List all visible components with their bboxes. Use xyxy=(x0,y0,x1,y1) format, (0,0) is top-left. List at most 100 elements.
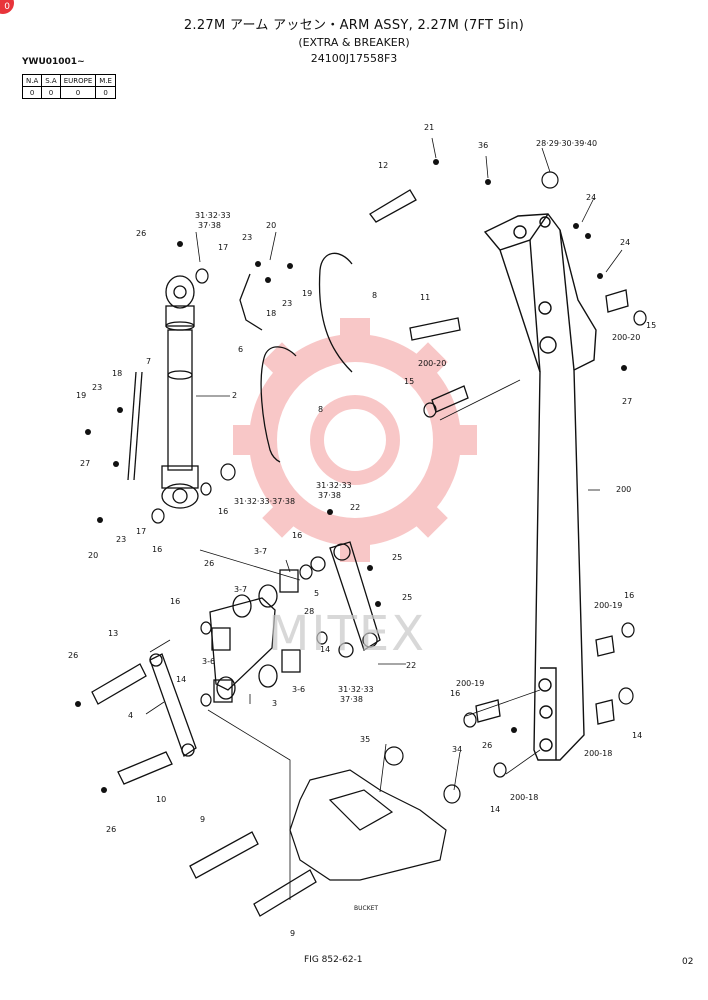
callout-16d: 16 xyxy=(170,597,180,606)
callout-25b: 25 xyxy=(402,593,412,602)
callout-bucket: BUCKET xyxy=(354,905,378,912)
callout-3-7b: 3-7 xyxy=(234,585,247,594)
callout-16b: 16 xyxy=(152,545,162,554)
callout-37-38c: 37·38 xyxy=(318,491,341,500)
callout-200-18b: 200-18 xyxy=(510,793,538,802)
callout-19b: 19 xyxy=(76,391,86,400)
callout-9a: 9 xyxy=(200,815,205,824)
callout-labels: 21 36 28·29·30·39·40 12 24 24 26 31·32·3… xyxy=(68,123,656,938)
callout-23b: 23 xyxy=(282,299,292,308)
callout-16c: 16 xyxy=(292,531,302,540)
callout-26c: 26 xyxy=(68,651,78,660)
callout-31-38b: 31·32·33·37·38 xyxy=(234,497,295,506)
callout-24a: 24 xyxy=(586,193,596,202)
callout-200-19b: 200-19 xyxy=(456,679,484,688)
callout-14d: 14 xyxy=(490,805,500,814)
page-number: 02 xyxy=(682,957,694,967)
callout-18b: 18 xyxy=(112,369,122,378)
callout-10: 10 xyxy=(156,795,166,804)
watermark-text: MITEX xyxy=(268,606,427,662)
washers xyxy=(151,171,647,804)
callout-23a: 23 xyxy=(242,233,252,242)
callout-28b: 28 xyxy=(304,607,314,616)
market-value-europe: 0 xyxy=(59,86,97,99)
serial-range: YWU01001~ xyxy=(22,57,85,67)
callout-36: 36 xyxy=(478,141,488,150)
callout-200-18a: 200-18 xyxy=(584,749,612,758)
callout-31-33d: 31·32·33 xyxy=(338,685,374,694)
diagram-title: 2.27M アーム アッセン・ARM ASSY, 2.27M (7FT 5in) xyxy=(183,18,525,33)
callout-26a: 26 xyxy=(136,229,146,238)
callout-31-33a: 31·32·33 xyxy=(195,211,231,220)
callout-16f: 16 xyxy=(450,689,460,698)
callout-3: 3 xyxy=(272,699,277,708)
hydraulic-hoses xyxy=(127,252,353,481)
callout-27b: 27 xyxy=(80,459,90,468)
callout-16e: 16 xyxy=(624,591,634,600)
link-assembly xyxy=(209,569,301,703)
link-5 xyxy=(310,541,381,658)
callout-6: 6 xyxy=(238,345,243,354)
callout-17a: 17 xyxy=(218,243,228,252)
callout-12: 12 xyxy=(378,161,388,170)
callout-18a: 18 xyxy=(266,309,276,318)
callout-24b: 24 xyxy=(620,238,630,247)
callout-7: 7 xyxy=(146,357,151,366)
market-value-sa: 0 xyxy=(41,86,61,99)
callout-11: 11 xyxy=(420,293,430,302)
callout-20b: 20 xyxy=(88,551,98,560)
arm-cylinder xyxy=(161,275,199,509)
link-4 xyxy=(149,653,197,758)
callout-15b: 15 xyxy=(404,377,414,386)
callout-200-20b: 200-20 xyxy=(418,359,446,368)
callout-200-19a: 200-19 xyxy=(594,601,622,610)
callout-26d: 26 xyxy=(482,741,492,750)
callout-23c: 23 xyxy=(92,383,102,392)
callout-25a: 25 xyxy=(392,553,402,562)
callout-22a: 22 xyxy=(350,503,360,512)
corner-badge: 0 xyxy=(0,0,14,14)
callout-2: 2 xyxy=(232,391,237,400)
callout-17b: 17 xyxy=(136,527,146,536)
callout-21: 21 xyxy=(424,123,434,132)
callout-5: 5 xyxy=(314,589,319,598)
callout-9b: 9 xyxy=(290,929,295,938)
callout-28: 28·29·30·39·40 xyxy=(536,139,597,148)
callout-23d: 23 xyxy=(116,535,126,544)
callout-35: 35 xyxy=(360,735,370,744)
callout-14b: 14 xyxy=(176,675,186,684)
callout-20a: 20 xyxy=(266,221,276,230)
callout-3-6b: 3-6 xyxy=(202,657,215,666)
callout-8b: 8 xyxy=(318,405,323,414)
callout-27a: 27 xyxy=(622,397,632,406)
figure-number: FIG 852-62-1 xyxy=(304,955,363,965)
callout-37-38d: 37·38 xyxy=(340,695,363,704)
leader-lines xyxy=(145,137,623,900)
callout-31-33c: 31·32·33 xyxy=(316,481,352,490)
callout-19a: 19 xyxy=(302,289,312,298)
diagram-subtitle: (EXTRA & BREAKER) xyxy=(298,36,410,49)
arm-body xyxy=(483,213,597,761)
callout-34: 34 xyxy=(452,745,462,754)
callout-14c: 14 xyxy=(632,731,642,740)
callout-4: 4 xyxy=(128,711,133,720)
market-value-me: 0 xyxy=(95,86,116,99)
callout-200-20a: 200-20 xyxy=(612,333,640,342)
callout-15a: 15 xyxy=(646,321,656,330)
callout-26e: 26 xyxy=(106,825,116,834)
fittings xyxy=(75,159,627,793)
callout-200: 200 xyxy=(616,485,631,494)
callout-22b: 22 xyxy=(406,661,416,670)
callout-8a: 8 xyxy=(372,291,377,300)
watermark-gear-logo xyxy=(233,318,477,562)
callout-37-38a: 37·38 xyxy=(198,221,221,230)
callout-3-6c: 3-6 xyxy=(292,685,305,694)
callout-13: 13 xyxy=(108,629,118,638)
assembly-part-number: 24100J17558F3 xyxy=(310,52,398,65)
callout-26b: 26 xyxy=(204,559,214,568)
callout-14a: 14 xyxy=(320,645,330,654)
callout-16a: 16 xyxy=(218,507,228,516)
bucket-outline xyxy=(289,769,447,881)
callout-3-7a: 3-7 xyxy=(254,547,267,556)
